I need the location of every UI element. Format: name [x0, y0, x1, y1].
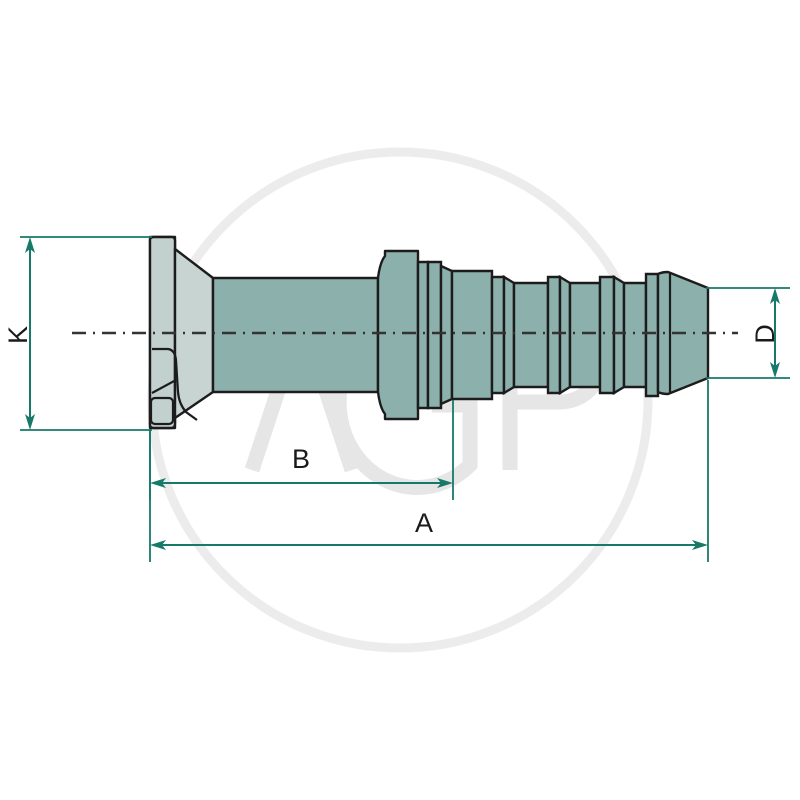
flange-notch	[149, 347, 198, 426]
barb-ring-2	[512, 274, 572, 396]
fitting-part	[148, 235, 710, 430]
retaining-ring	[426, 260, 454, 410]
dimension-label-A: A	[415, 508, 433, 538]
dimension-D: D	[706, 287, 790, 379]
barb-ring-4	[622, 272, 660, 398]
dimension-label-K: K	[3, 326, 33, 344]
dimension-label-B: B	[292, 444, 310, 474]
dimension-label-D: D	[750, 324, 780, 344]
dimension-K: K	[3, 236, 152, 431]
barb-ring-1	[490, 274, 516, 396]
barb-ring-3	[568, 274, 626, 396]
barb-shank	[450, 269, 494, 401]
collar-step	[416, 260, 430, 410]
main-shaft	[211, 276, 380, 394]
dimension-A: A	[149, 380, 709, 562]
hex-collar	[376, 249, 420, 421]
